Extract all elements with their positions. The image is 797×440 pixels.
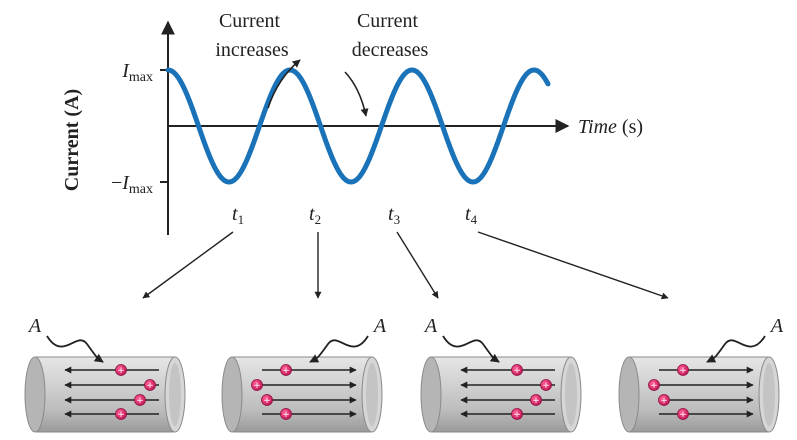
- conductor-cross-section: [366, 363, 378, 426]
- time-marker-t3: t3: [388, 203, 400, 227]
- charge-sign: +: [253, 381, 261, 391]
- time-marker-t1: t1: [232, 203, 244, 227]
- charge-sign: +: [263, 396, 271, 406]
- conductor-4: ++++A: [618, 315, 784, 433]
- positive-charge: [658, 394, 670, 406]
- conductor-body: [32, 356, 178, 433]
- area-label: A: [769, 315, 784, 337]
- positive-charge: [115, 364, 127, 376]
- neg-imax-label: −Imax: [111, 172, 153, 197]
- conductor-body: [428, 356, 574, 433]
- positive-charge: [280, 364, 292, 376]
- conductor-body: [229, 356, 375, 433]
- charge-sign: +: [679, 410, 687, 420]
- area-pointer-arrow: [309, 335, 369, 363]
- conductor-left-end: [420, 356, 442, 433]
- positive-charge: [530, 394, 542, 406]
- time-marker-t2: t2: [309, 203, 321, 227]
- positive-charge: [251, 379, 263, 391]
- charge-sign: +: [282, 366, 290, 376]
- conductor-left-end: [618, 356, 640, 433]
- positive-charge: [648, 379, 660, 391]
- conductor-2: ++++A: [221, 315, 387, 433]
- annotation-increase: Current increases: [215, 10, 289, 61]
- charge-sign: +: [117, 410, 125, 420]
- charge-sign: +: [513, 366, 521, 376]
- area-label: A: [27, 315, 42, 337]
- t1-pointer-arrow: [142, 231, 234, 299]
- charge-sign: +: [542, 381, 550, 391]
- current-wave: [165, 67, 551, 185]
- area-pointer-arrow: [442, 335, 500, 363]
- conductor-body: [626, 356, 772, 433]
- conductor-cross-section: [169, 363, 181, 426]
- conductor-1: ++++A: [24, 315, 186, 433]
- annotation-decrease: Current decreases: [352, 10, 429, 61]
- conductor-left-end: [24, 356, 46, 433]
- area-pointer-arrow: [706, 335, 766, 363]
- area-pointer-arrow: [46, 335, 104, 363]
- positive-charge: [134, 394, 146, 406]
- charge-sign: +: [660, 396, 668, 406]
- positive-charge: [540, 379, 552, 391]
- increase-arrow: [267, 59, 301, 109]
- charge-sign: +: [513, 410, 521, 420]
- x-axis-label: Time (s): [578, 116, 643, 138]
- charge-sign: +: [117, 366, 125, 376]
- positive-charge: [144, 379, 156, 391]
- charge-sign: +: [136, 396, 144, 406]
- conductor-cross-section: [565, 363, 577, 426]
- positive-charge: [261, 394, 273, 406]
- t3-pointer-arrow: [396, 231, 439, 299]
- charge-sign: +: [532, 396, 540, 406]
- charge-sign: +: [679, 366, 687, 376]
- decrease-arrow: [344, 71, 369, 117]
- positive-charge: [677, 408, 689, 420]
- conductor-row: ++++A++++A++++A++++A: [24, 315, 784, 433]
- positive-charge: [511, 408, 523, 420]
- area-label: A: [372, 315, 387, 337]
- charge-sign: +: [146, 381, 154, 391]
- conductor-cross-section: [763, 363, 775, 426]
- imax-label: Imax: [121, 60, 153, 85]
- conductor-left-end: [221, 356, 243, 433]
- charge-sign: +: [650, 381, 658, 391]
- positive-charge: [280, 408, 292, 420]
- positive-charge: [511, 364, 523, 376]
- area-label: A: [423, 315, 438, 337]
- positive-charge: [677, 364, 689, 376]
- y-axis-label: Current (A): [61, 89, 83, 191]
- conductor-3: ++++A: [420, 315, 582, 433]
- charge-sign: +: [282, 410, 290, 420]
- t4-pointer-arrow: [477, 231, 669, 300]
- positive-charge: [115, 408, 127, 420]
- time-marker-t4: t4: [465, 203, 478, 227]
